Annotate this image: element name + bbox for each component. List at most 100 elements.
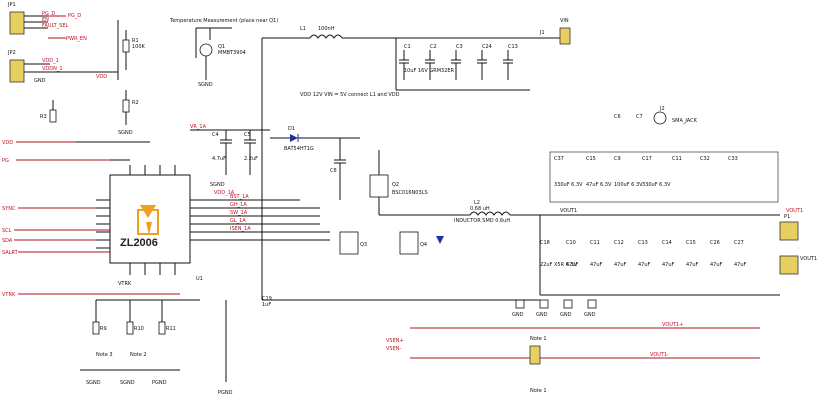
temp-measurement: Temperature Measurement (place near Q1) … [169, 18, 278, 88]
c5-ref: C5 [244, 132, 251, 138]
svg-text:47uF: 47uF [662, 262, 675, 268]
jp1-pin-3: FAULT_SEL [42, 23, 68, 29]
q2-value: BSC016N03LS [392, 190, 428, 196]
r11-ref: R11 [166, 326, 176, 332]
gh-net: GH_1A [230, 202, 247, 208]
svg-text:C10: C10 [566, 240, 576, 246]
mosfet-q4: Q4 [399, 231, 444, 255]
cap-c13: C13 [503, 44, 518, 80]
vin-label: VIN [560, 18, 569, 24]
svg-text:C14: C14 [662, 240, 672, 246]
chip-ref: U1 [196, 276, 203, 282]
c2-ref: C2 [430, 44, 437, 50]
scl-net: SCL [2, 228, 12, 234]
svg-text:C13: C13 [638, 240, 648, 246]
j2-label: SMA_JACK [672, 118, 698, 124]
jp1-pin-1: PG_D [42, 11, 55, 17]
vdd-note: VDD 12V VIN = 5V connect L1 and VDD [300, 92, 400, 98]
gnd-b2: SGND [120, 380, 135, 386]
c4-ref: C4 [212, 132, 219, 138]
connector-jp2: JP2 VDD_1 VDDN_1 GND VDD [7, 20, 119, 84]
cap-c11-mid: C11 [672, 156, 682, 162]
jp2-pin-1: VDD_1 [42, 58, 59, 64]
note3-label: Note 3 [96, 352, 113, 358]
gnd-pad-1: GND [512, 312, 524, 318]
pg-d-net: PG_D [68, 13, 81, 19]
jp1-label: JP1 [7, 2, 16, 8]
isen-net: ISEN_1A [230, 226, 251, 232]
cap-c8: C8 [330, 138, 346, 200]
c8-ref: C8 [330, 168, 337, 174]
jp2-gnd: GND [34, 78, 46, 84]
svg-text:22uF X5R 6.3V: 22uF X5R 6.3V [540, 262, 578, 268]
l1-ref: L1 [300, 26, 306, 32]
note1-top: Note 1 [530, 336, 547, 342]
vout1-plus-net: VOUT1+ [662, 322, 683, 328]
pgnd-bottom: PGND C19 1uF [218, 296, 272, 396]
svg-text:47uF: 47uF [686, 262, 699, 268]
r3-ref: R3 [40, 114, 47, 120]
c1-value: 10uF 16V GRM32ER [404, 68, 455, 74]
c19-ref: C19 [262, 296, 272, 302]
svg-text:100uF 6.3V: 100uF 6.3V [614, 182, 643, 188]
cap-c32: C32 [700, 156, 710, 162]
pwr-en-net: PWR_EN [66, 36, 87, 42]
q4-ref: Q4 [420, 242, 427, 248]
note2-label: Note 2 [130, 352, 147, 358]
vout1-minus-net: VOUT1- [650, 352, 669, 358]
mosfet-q3: Q3 [339, 231, 367, 255]
cap-c1: C1 10uF 16V GRM32ER [399, 44, 455, 80]
chip-u1: ZL2006 U1 VTRK [96, 165, 204, 287]
gnd-pads: GND GND GND GND [512, 299, 597, 318]
caps-c4-c5: VR_1A C4 4.7uF C5 2.2uF SGND [190, 124, 270, 188]
vdd-net-left: VDD [2, 140, 13, 146]
sync-net: SYNC [2, 206, 16, 212]
vout1-rail-label: VOUT1 [560, 208, 577, 214]
jp2-pin-2: VDDN_1 [42, 66, 63, 72]
pg-net-left: PG [2, 158, 9, 164]
gnd-pad-4: GND [584, 312, 596, 318]
gnd-b3: PGND [152, 380, 167, 386]
svg-text:47uF: 47uF [590, 262, 603, 268]
c7-ref: C7 [636, 114, 643, 120]
cap-c2: C2 [425, 44, 437, 80]
inductor-l1: L1 100nH [261, 26, 560, 200]
sw-net: SW_1A [230, 210, 248, 216]
connector-p1: P1 VOUT1 VOUT1 [779, 208, 817, 275]
p1-label: VOUT1 [800, 256, 817, 262]
connector-jp1: JP1 PG_D EN FAULT_SEL PG_D PWR_EN [7, 2, 87, 42]
svg-text:C32: C32 [700, 156, 710, 162]
svg-text:47uF: 47uF [638, 262, 651, 268]
mosfet-q2: Q2 BSC016N03LS [369, 150, 428, 215]
svg-text:330uF 6.3V: 330uF 6.3V [554, 182, 583, 188]
gnd-b1: SGND [86, 380, 101, 386]
pgnd-label: PGND [218, 390, 233, 396]
l1-value: 100nH [318, 26, 335, 32]
svg-text:C9: C9 [614, 156, 621, 162]
l2-part: INDUCTOR SMD 0.6uH [454, 218, 510, 224]
svg-text:C17: C17 [642, 156, 652, 162]
l2-ref: L2 [474, 200, 480, 206]
connector-j2: J2 SMA_JACK C6 C7 [614, 106, 698, 125]
bottom-resistors: R9 R10 R11 Note 3 Note 2 SGND SGND PGND [80, 300, 180, 386]
jp1-pin-2: EN [42, 17, 49, 23]
svg-text:C12: C12 [614, 240, 624, 246]
gnd-pad-3: GND [560, 312, 572, 318]
q2-ref: Q2 [392, 182, 399, 188]
jp2-label: JP2 [7, 50, 16, 56]
c24-ref: C24 [482, 44, 492, 50]
vsen-minus-net: VSEN- [386, 346, 401, 352]
vdd-net-top: VDD [96, 74, 107, 80]
